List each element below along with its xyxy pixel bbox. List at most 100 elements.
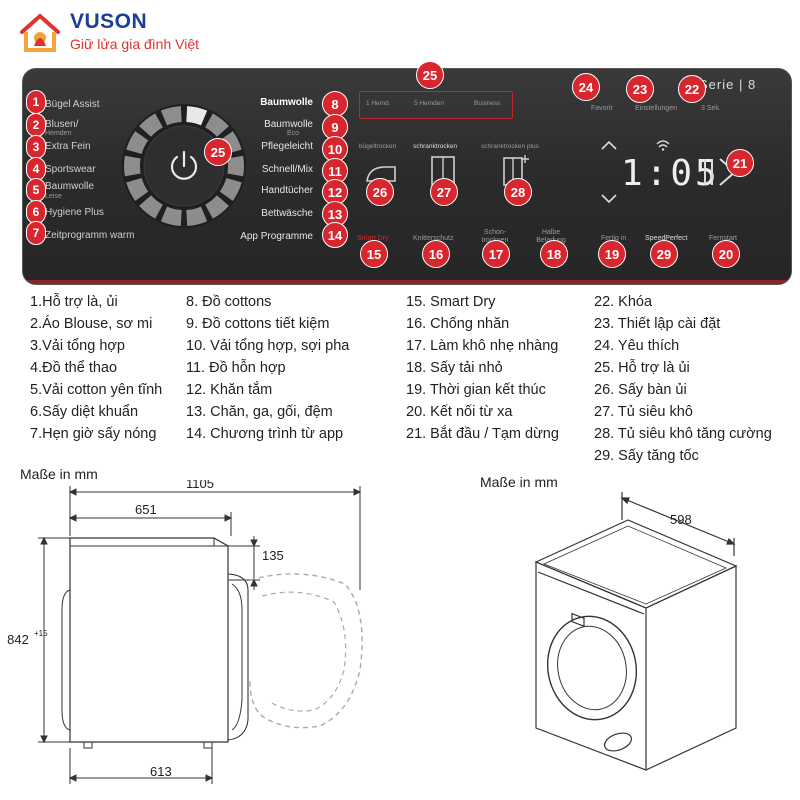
- program-label[interactable]: Baumwolle: [260, 97, 313, 108]
- legend-item: 28. Tủ siêu khô tăng cường: [594, 426, 772, 442]
- program-label[interactable]: Baumwolle: [45, 181, 94, 192]
- bottom-option-label[interactable]: Fertig in: [601, 235, 627, 242]
- legend-item: 22. Khóa: [594, 294, 653, 310]
- legend-item: 10. Vải tổng hợp, sợi pha: [186, 338, 350, 354]
- bottom-option-label[interactable]: Knitterschutz: [413, 235, 454, 242]
- callout-badge: 25: [416, 61, 444, 89]
- dim-door-offset: 135: [262, 548, 284, 563]
- program-label[interactable]: Baumwolle: [264, 119, 313, 130]
- legend-item: 14. Chương trình từ app: [186, 426, 344, 442]
- program-label[interactable]: Handtücher: [261, 185, 313, 196]
- legend-item: 6.Sấy diệt khuẩn: [30, 404, 139, 420]
- program-label[interactable]: Bettwäsche: [261, 208, 313, 219]
- dim-height-tolerance: +15: [34, 629, 48, 638]
- dial-segment[interactable]: [160, 106, 182, 126]
- bottom-option-label[interactable]: SpeedPerfect: [645, 235, 688, 242]
- callout-badge: 25: [204, 138, 232, 166]
- iso-dimension-drawing: 598: [534, 492, 738, 771]
- bottom-option-label[interactable]: Fernstart: [709, 235, 738, 242]
- dial-segment[interactable]: [126, 178, 149, 201]
- legend-item: 16. Chống nhăn: [406, 316, 510, 332]
- dry-mode-label[interactable]: schranktrocken plus: [481, 143, 539, 150]
- legend-item: 4.Đồ thể thao: [30, 360, 118, 376]
- legend-item: 26. Sấy bàn ủi: [594, 382, 687, 398]
- callout-badge: 23: [626, 75, 654, 103]
- time-arrows-icon[interactable]: [599, 139, 619, 205]
- legend-item: 12. Khăn tắm: [186, 382, 273, 398]
- shirt-mode-option[interactable]: Business: [474, 100, 501, 107]
- callout-badge: 18: [540, 240, 568, 268]
- dim-total-depth: 1105: [186, 480, 214, 491]
- legend-item: 7.Hẹn giờ sấy nóng: [30, 426, 157, 442]
- legend-item: 11. Đồ hỗn hợp: [186, 360, 286, 376]
- dim-base-depth: 613: [150, 764, 172, 779]
- dial-segment[interactable]: [126, 131, 149, 154]
- callout-badge: 5: [26, 178, 46, 202]
- iso-dim-title: Maße in mm: [480, 474, 558, 490]
- legend-item: 2.Áo Blouse, sơ mi: [30, 316, 153, 332]
- program-label[interactable]: Zeitprogramm warm: [45, 230, 135, 241]
- wifi-icon: [656, 140, 670, 151]
- house-flame-icon: [20, 13, 60, 52]
- callout-badge: 24: [572, 73, 600, 101]
- legend-item: 1.Hỗ trợ là, ủi: [30, 294, 118, 310]
- dial-segment[interactable]: [205, 195, 229, 219]
- legend-item: 8. Đồ cottons: [186, 294, 272, 310]
- dry-mode-label[interactable]: schranktrocken: [413, 143, 458, 150]
- dial-segment[interactable]: [186, 106, 208, 126]
- program-label[interactable]: App Programme: [240, 231, 313, 242]
- program-sublabel: Eco: [287, 130, 300, 137]
- callout-badge: 22: [678, 75, 706, 103]
- brand-slogan: Giữ lửa gia đình Việt: [70, 36, 200, 52]
- legend-item: 20. Kết nối từ xa: [406, 404, 513, 420]
- program-dial[interactable]: [119, 101, 249, 231]
- callout-badge: 28: [504, 178, 532, 206]
- callout-badge: 14: [322, 222, 348, 248]
- program-label[interactable]: Sportswear: [45, 164, 96, 175]
- brand-logo: [14, 10, 66, 56]
- shirt-mode-box: 1 Hemd 5 Hemden Business: [359, 91, 513, 119]
- legend-item: 15. Smart Dry: [406, 294, 496, 310]
- program-label[interactable]: Extra Fein: [45, 141, 91, 152]
- brand-name: VUSON: [70, 10, 148, 33]
- dial-segment[interactable]: [139, 113, 163, 137]
- legend-item: 5.Vải cotton yên tĩnh: [30, 382, 163, 398]
- program-label[interactable]: Blusen/: [45, 119, 79, 130]
- bottom-option-label[interactable]: Smart Dry: [357, 235, 389, 242]
- dial-segment[interactable]: [205, 113, 229, 137]
- shirt-mode-option[interactable]: 1 Hemd: [366, 100, 389, 107]
- program-label[interactable]: Schnell/Mix: [261, 164, 313, 175]
- side-dimension-drawing: 1105 651 135 842 +15 613: [7, 480, 363, 784]
- legend-item: 13. Chăn, ga, gối, đệm: [186, 404, 333, 420]
- legend-item: 19. Thời gian kết thúc: [406, 382, 546, 398]
- time-display: 1:05: [621, 153, 720, 194]
- iron-icon: [366, 166, 396, 182]
- dial-segment[interactable]: [124, 155, 141, 177]
- program-label[interactable]: Pflegeleicht: [261, 141, 313, 152]
- program-sublabel: Hemden: [45, 130, 72, 137]
- callout-badge: 29: [650, 240, 678, 268]
- callout-badge: 7: [26, 221, 46, 245]
- legend-item: 29. Sấy tăng tốc: [594, 448, 699, 464]
- callout-badge: 1: [26, 90, 46, 114]
- dial-segment[interactable]: [227, 155, 244, 177]
- program-label[interactable]: Bügel Assist: [45, 99, 100, 110]
- legend-item: 24. Yêu thích: [594, 338, 680, 354]
- power-icon[interactable]: [165, 147, 203, 185]
- program-label[interactable]: Hygiene Plus: [45, 207, 104, 218]
- dial-segment[interactable]: [160, 206, 182, 226]
- callout-badge: 12: [322, 179, 348, 205]
- shirt-mode-option[interactable]: 5 Hemden: [414, 100, 444, 107]
- program-sublabel: Leise: [45, 193, 62, 200]
- dial-segment[interactable]: [186, 206, 208, 226]
- dry-mode-label[interactable]: bügeltrocken: [359, 143, 397, 150]
- dial-segment[interactable]: [219, 178, 242, 201]
- legend-item: 21. Bắt đầu / Tạm dừng: [406, 426, 559, 442]
- dial-segment[interactable]: [139, 195, 163, 219]
- settings-label[interactable]: Einstellungen: [635, 105, 678, 112]
- callout-badge: 4: [26, 157, 46, 181]
- favorite-label[interactable]: Favorit: [591, 105, 613, 112]
- callout-badge: 17: [482, 240, 510, 268]
- callout-badge: 2: [26, 113, 46, 137]
- lock-label[interactable]: 3 Sek.: [701, 105, 721, 112]
